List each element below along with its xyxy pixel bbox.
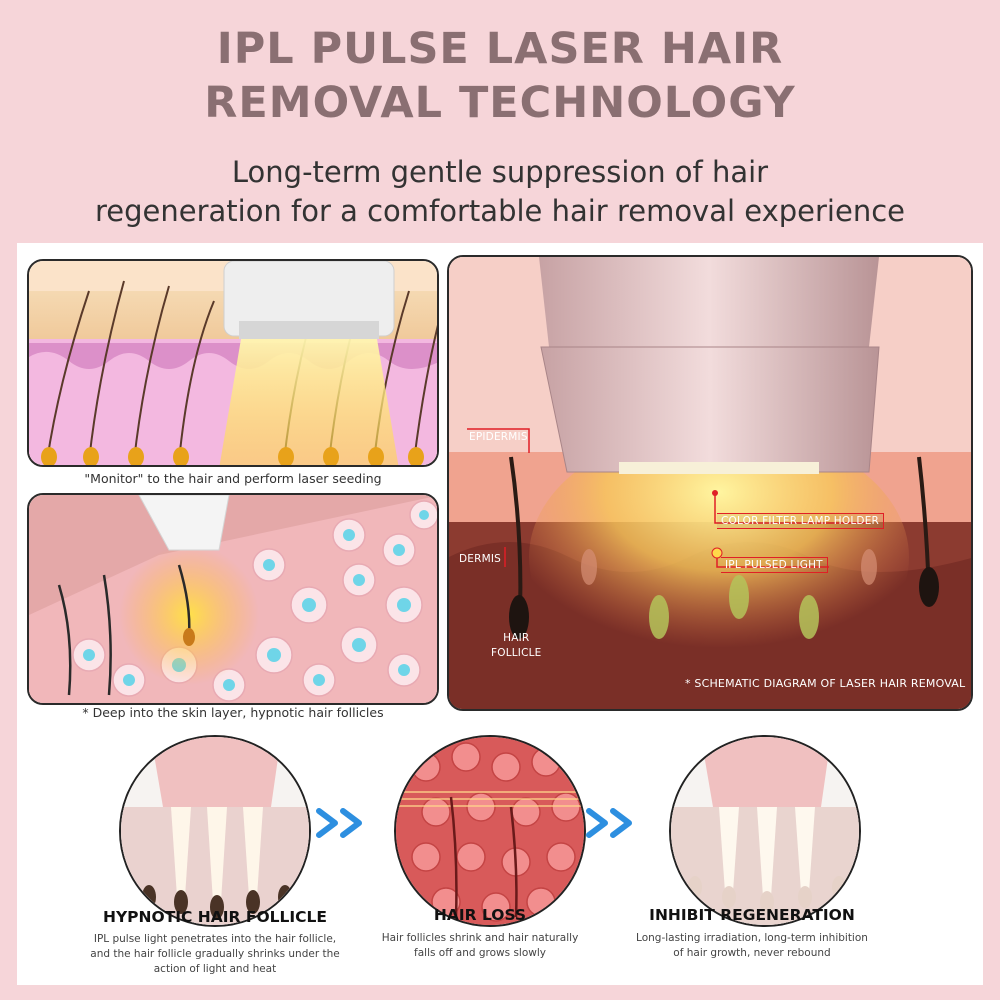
step-2-description: Hair follicles shrink and hair naturally… <box>335 931 625 961</box>
label-hair-follicle-line-1: HAIR <box>503 632 530 644</box>
subtitle-line-2: regeneration for a comfortable hair remo… <box>94 194 906 228</box>
step-1-desc-line-3: action of light and heat <box>153 963 277 975</box>
step-3-desc-line-2: of hair growth, never rebound <box>673 947 831 959</box>
step-2-desc-line-2: falls off and grows slowly <box>414 947 546 959</box>
step-inhibit-illustration <box>669 735 861 927</box>
step-hair-loss-illustration <box>394 735 586 927</box>
deep-skin-illustration <box>27 493 439 705</box>
label-hair-follicle: HAIR FOLLICLE <box>491 631 542 661</box>
chevron-right-icon <box>316 808 362 838</box>
monitor-hair-illustration <box>27 259 439 467</box>
step-hypnotic-illustration <box>119 735 311 927</box>
chevron-right-icon <box>586 808 632 838</box>
content-card: "Monitor" to the hair and perform laser … <box>17 243 983 985</box>
label-epidermis: EPIDERMIS <box>469 431 528 443</box>
step-2-title: HAIR LOSS <box>433 906 527 924</box>
title-line-2: REMOVAL TECHNOLOGY <box>204 78 796 128</box>
page-subtitle: Long-term gentle suppression of hair reg… <box>0 153 1000 231</box>
schematic-note: * SCHEMATIC DIAGRAM OF LASER HAIR REMOVA… <box>685 677 966 690</box>
step-3-desc-line-1: Long-lasting irradiation, long-term inhi… <box>636 932 868 944</box>
label-ipl-pulsed-light: IPL PULSED LIGHT <box>721 557 828 573</box>
monitor-caption: "Monitor" to the hair and perform laser … <box>84 471 382 486</box>
step-3-title: INHIBIT REGENERATION <box>649 906 855 924</box>
page-title: IPL PULSE LASER HAIR REMOVAL TECHNOLOGY <box>0 22 1000 130</box>
step-1-description: IPL pulse light penetrates into the hair… <box>70 932 360 977</box>
label-color-filter-lamp-holder: COLOR FILTER LAMP HOLDER <box>717 513 885 529</box>
step-1-title: HYPNOTIC HAIR FOLLICLE <box>102 908 327 926</box>
step-1-desc-line-1: IPL pulse light penetrates into the hair… <box>93 933 337 945</box>
schematic-diagram: EPIDERMIS DERMIS HAIR FOLLICLE COLOR FIL… <box>447 255 973 711</box>
title-line-1: IPL PULSE LASER HAIR <box>216 24 784 74</box>
step-1-desc-line-2: and the hair follicle gradually shrinks … <box>90 948 340 960</box>
deep-caption: * Deep into the skin layer, hypnotic hai… <box>82 705 384 720</box>
subtitle-line-1: Long-term gentle suppression of hair <box>231 155 769 189</box>
step-3-description: Long-lasting irradiation, long-term inhi… <box>607 931 897 961</box>
step-2-desc-line-1: Hair follicles shrink and hair naturally <box>381 932 579 944</box>
label-dermis: DERMIS <box>459 553 502 565</box>
label-hair-follicle-line-2: FOLLICLE <box>491 647 542 659</box>
